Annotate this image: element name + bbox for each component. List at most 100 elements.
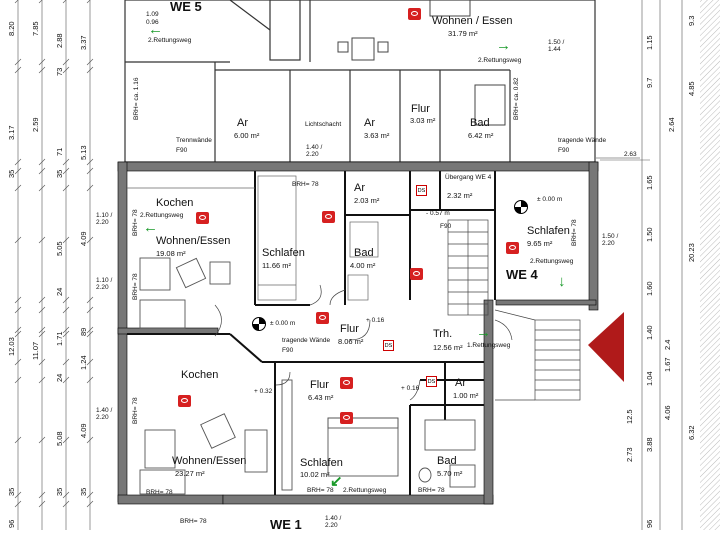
room-area-bad-top: 6.42 m² [468, 131, 494, 140]
dim-left-outer-4: 35 [7, 487, 16, 496]
room-area-schlafen-bottom: 10.02 m² [300, 470, 330, 479]
room-area-wohnen-top: 31.79 m² [448, 29, 478, 38]
dim-left-innermost-1: 5.13 [79, 145, 88, 160]
smoke-detector-icon [178, 395, 191, 407]
escape-arrow-right-icon: → [496, 37, 511, 54]
room-area-flur-bottom: 6.43 m² [308, 393, 334, 402]
room-area-ar-mid: 2.03 m² [354, 196, 380, 205]
dimension-tick [86, 326, 94, 334]
ds-marker-3: DS [426, 376, 437, 387]
smoke-detector-icon [340, 412, 353, 424]
tragende-waende-label-1: tragende Wände [558, 137, 607, 144]
window-dim-109: 1.09 [146, 11, 159, 18]
dimension-tick [38, 491, 46, 499]
room-area-uebergang: 2.32 m² [447, 191, 473, 200]
dim-right-inner-13: 96 [645, 519, 654, 528]
brh-label-1: BRH= 78 [292, 181, 319, 188]
dimension-tick [62, 500, 70, 508]
window-dim-140-220: 1.40 / 2.20 [306, 144, 323, 158]
f90-label-4: F90 [440, 223, 452, 230]
dimension-tick [14, 236, 22, 244]
level-label-016a: + 0.16 [366, 317, 385, 324]
dim-right-inner-8: 3.88 [645, 437, 654, 452]
dim-right-outer-3: 20.23 [687, 243, 696, 262]
dim-left-mid-0: 7.85 [31, 21, 40, 36]
dimension-tick [62, 167, 70, 175]
dimension-tick [62, 296, 70, 304]
room-area-wohnen-bottom: 23.27 m² [175, 469, 205, 478]
dim-left-inner-3: 35 [55, 169, 64, 178]
staircase [447, 219, 489, 316]
dimension-tick [14, 167, 22, 175]
room-area-ar-bottom: 1.00 m² [453, 391, 479, 400]
level-label-057: - 0.57 m [426, 210, 450, 217]
dimension-tick [14, 306, 22, 314]
dimension-tick [62, 358, 70, 366]
furniture [139, 257, 476, 495]
dimension-tick [38, 184, 46, 192]
dimension-tick [38, 236, 46, 244]
room-name-wohnen-left: Wohnen/Essen [156, 235, 231, 247]
upper-furniture [337, 0, 506, 126]
dimension-tick [38, 158, 46, 166]
room-name-ar-bottom: Ar [455, 377, 466, 389]
dimension-tick [38, 326, 46, 334]
dim-right-inner-2: 1.65 [645, 175, 654, 190]
room-name-schlafen-we4: Schlafen [527, 225, 570, 237]
dim-left-innermost-4: 89 [79, 327, 88, 336]
dimension-tick [38, 296, 46, 304]
dimension-tick [62, 66, 70, 74]
dim-left-mid-2: 11.07 [31, 341, 40, 360]
dim-left-inner-0: 2.88 [55, 33, 64, 48]
room-name-ar-mid: Ar [354, 182, 365, 194]
dim-right-inner-10: 12.5 [625, 409, 634, 424]
dimension-tick [62, 326, 70, 334]
hatch-panel [700, 0, 720, 530]
dimension-tick [86, 167, 94, 175]
brh-label-9: BRH= 78 [132, 273, 139, 300]
window-dim-110-220: 1.10 / 2.20 [96, 212, 113, 226]
dimension-tick [62, 0, 67, 4]
room-name-wohnen-bottom: Wohnen/Essen [172, 455, 247, 467]
f90-label-2: F90 [558, 147, 570, 154]
left-dimension-lines [14, 0, 94, 530]
dim-right-inner-6: 2.4 [663, 339, 672, 350]
smoke-detector-icon [316, 312, 329, 324]
level-label-032: + 0.32 [254, 388, 273, 395]
room-name-bad-bottom: Bad [437, 455, 457, 467]
dimension-tick [86, 184, 94, 192]
room-name-kochen-left: Kochen [156, 197, 194, 209]
room-area-flur-top: 3.03 m² [410, 116, 436, 125]
dim-left-inner-1: 73 [55, 67, 64, 76]
dim-right-inner-3: 1.50 [645, 227, 654, 242]
escape-arrow-left-icon: ← [148, 21, 163, 38]
dim-right-outer-4: 6.32 [687, 425, 696, 440]
dim-left-outer-5: 96 [7, 519, 16, 528]
rettungsweg-label-1: 2.Rettungsweg [148, 37, 192, 44]
window-dim-140-220c: 1.40 / 2.20 [325, 515, 342, 529]
f90-label-3: F90 [282, 347, 294, 354]
brh-label-8: BRH= 78 [132, 209, 139, 236]
dimension-tick [14, 500, 22, 508]
exterior-stairs [494, 309, 581, 401]
outer-walls [117, 161, 599, 505]
dimension-tick [38, 58, 46, 66]
right-dimension-lines [600, 0, 683, 530]
dimension-tick [86, 491, 94, 499]
window-dim-150-220: 1.50 / 2.20 [602, 233, 619, 247]
dim-left-innermost-5: 1.24 [79, 355, 88, 370]
brh-label-10: BRH= 78 [132, 397, 139, 424]
dimension-tick [38, 66, 46, 74]
dimension-tick [62, 491, 70, 499]
room-area-flur-mid: 8.06 m² [338, 337, 364, 346]
dimension-tick [62, 330, 70, 338]
dim-left-outer-0: 8.20 [7, 21, 16, 36]
room-area-bad-mid: 4.00 m² [350, 261, 376, 270]
dimension-tick [38, 376, 46, 384]
dim-left-outer-3: 12.03 [7, 337, 16, 356]
room-name-trh: Trh. [433, 328, 453, 340]
ds-marker-2: DS [383, 340, 394, 351]
dim-left-mid-1: 2.59 [31, 117, 40, 132]
dimension-tick [86, 236, 94, 244]
